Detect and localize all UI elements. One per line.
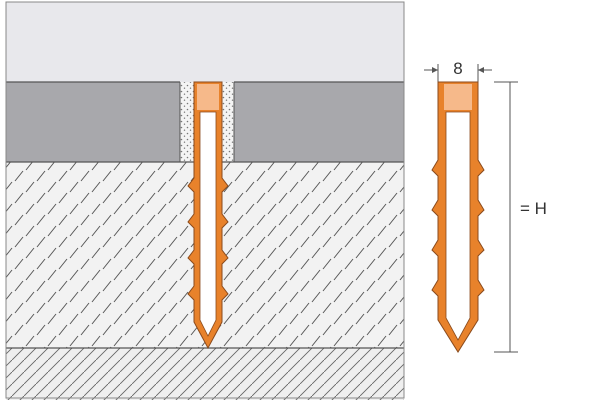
height-dimension <box>494 81 518 353</box>
cross-section <box>5 1 405 400</box>
profile-detail: 8 = H <box>424 59 547 353</box>
joint-profile-installed <box>187 81 229 350</box>
upper-background <box>6 2 404 82</box>
width-dimension <box>424 64 492 84</box>
section-frame <box>5 1 405 399</box>
tile-left <box>6 81 180 162</box>
joint-profile-detail <box>431 81 485 353</box>
height-label: = H <box>520 199 547 218</box>
tile-right <box>234 81 404 162</box>
width-label: 8 <box>453 59 462 78</box>
base-slab <box>6 347 404 400</box>
